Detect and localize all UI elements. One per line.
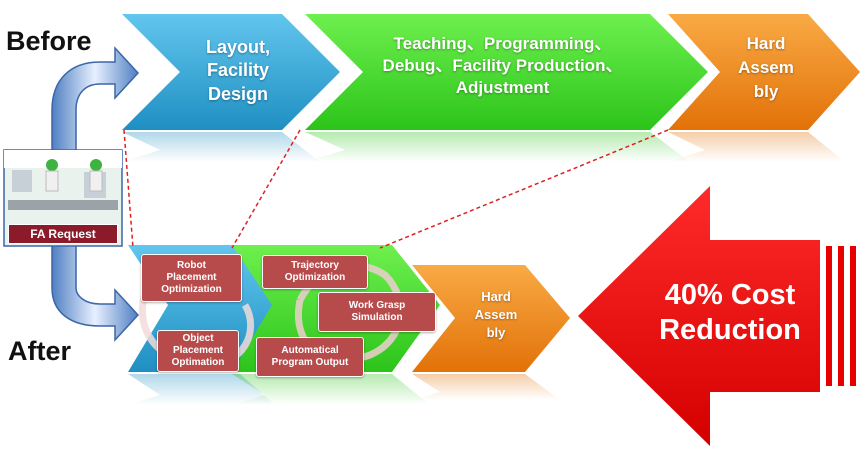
robot-placement-box: Robot Placement Optimization — [141, 254, 242, 302]
layout-reflection — [122, 132, 320, 162]
teaching-reflection — [305, 132, 690, 162]
hard-reflection — [668, 132, 845, 162]
object-placement-box: Object Placement Optimation — [157, 330, 239, 372]
cost-reduction-text: 40% Cost Reduction — [659, 279, 801, 346]
before-label: Before — [6, 26, 92, 56]
hard-bottom-text: Hard Assem bly — [474, 289, 518, 341]
hard-top-text: Hard Assem bly — [738, 34, 794, 101]
layout-text: Layout, Facility Design — [205, 37, 270, 104]
trajectory-box: Trajectory Optimization — [262, 255, 368, 289]
after-orange-chevron — [412, 265, 570, 372]
teaching-chevron — [305, 14, 708, 130]
cost-arrow — [578, 186, 820, 446]
hard-top-chevron — [668, 14, 860, 130]
auto-program-box: Automatical Program Output — [256, 337, 364, 377]
work-grasp-box: Work Grasp Simulation — [318, 292, 436, 332]
after-label: After — [8, 336, 72, 366]
layout-chevron — [122, 14, 340, 130]
teaching-text: Teaching、Programming、 Debug、Facility Pro… — [382, 34, 623, 98]
flow-arrow — [51, 46, 140, 161]
fa-request-label: FA Request — [8, 224, 118, 244]
